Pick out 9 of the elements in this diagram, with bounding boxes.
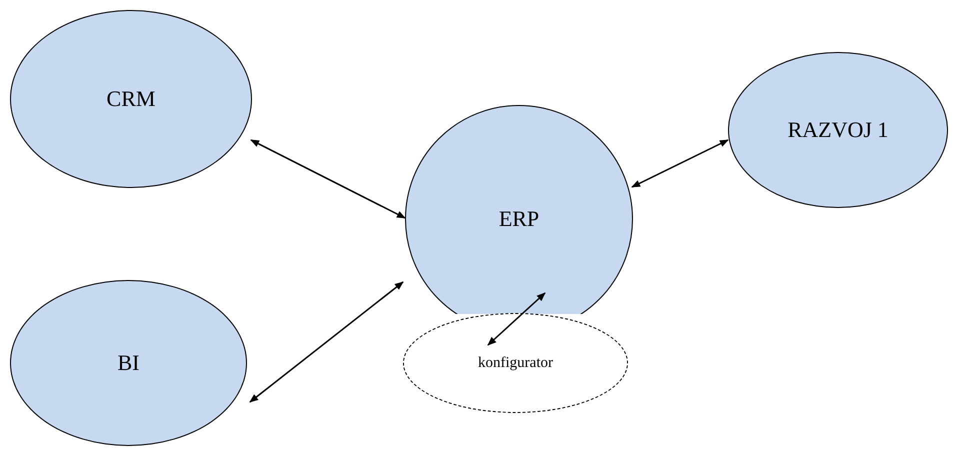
double-arrow bbox=[249, 281, 404, 403]
node-label: BI bbox=[118, 349, 140, 377]
node-label: konfigurator bbox=[478, 354, 553, 372]
node-label: ERP bbox=[498, 205, 540, 233]
double-arrow bbox=[250, 139, 406, 219]
node-label: RAZVOJ 1 bbox=[788, 116, 888, 144]
node-label: CRM bbox=[106, 85, 156, 113]
double-arrow bbox=[631, 139, 729, 188]
double-arrow bbox=[487, 292, 546, 346]
